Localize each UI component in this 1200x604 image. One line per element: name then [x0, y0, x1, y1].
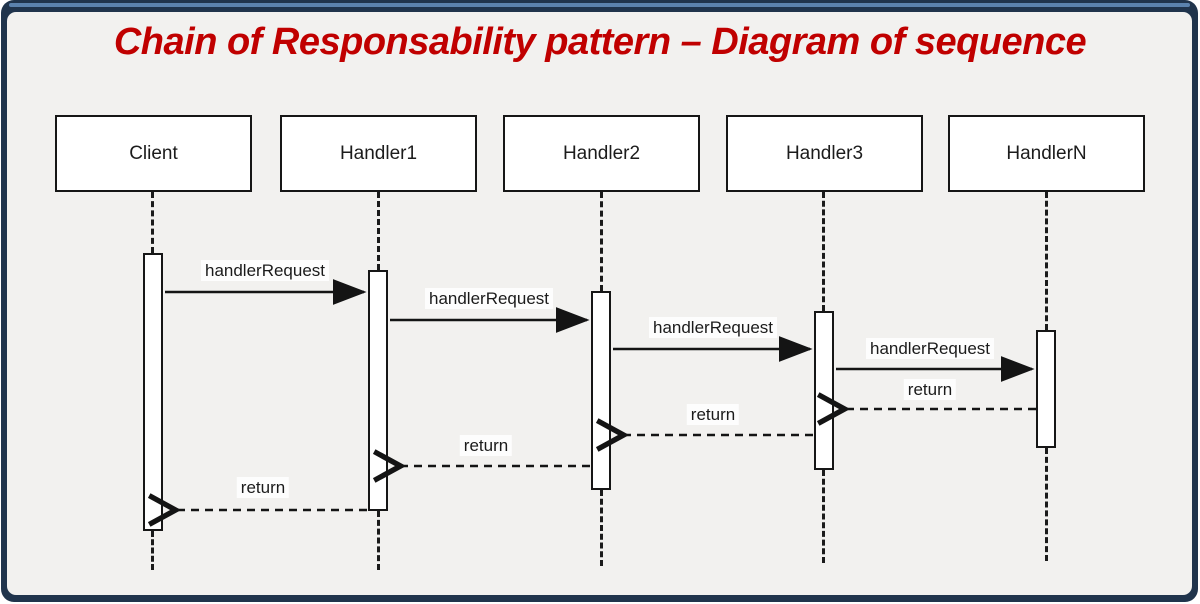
- activation-bar-handlerN: [1036, 330, 1056, 448]
- activation-bar-handler1: [368, 270, 388, 511]
- lifeline-handler3-top: [822, 192, 825, 311]
- lifeline-client-top: [151, 192, 154, 253]
- activation-bar-handler2: [591, 291, 611, 490]
- message-label-return-3: return: [459, 435, 513, 456]
- lifeline-handlerN-bottom: [1045, 448, 1048, 561]
- actor-box-handler1: Handler1: [280, 115, 477, 192]
- lifeline-handler1-bottom: [377, 511, 380, 570]
- page-title: Chain of Responsability pattern – Diagra…: [113, 21, 1087, 63]
- actor-label: Client: [129, 142, 178, 164]
- message-label-return-4: return: [236, 477, 290, 498]
- lifeline-client-bottom: [151, 531, 154, 570]
- actor-label: Handler1: [339, 142, 418, 164]
- message-label-return-1: return: [903, 379, 957, 400]
- activation-bar-client: [143, 253, 163, 531]
- actor-box-handlerN: HandlerN: [948, 115, 1145, 192]
- lifeline-handler1-top: [377, 192, 380, 270]
- message-label-request-2: handlerRequest: [424, 288, 554, 309]
- lifeline-handler2-top: [600, 192, 603, 291]
- message-label-return-2: return: [686, 404, 740, 425]
- message-label-request-1: handlerRequest: [200, 260, 330, 281]
- message-label-request-3: handlerRequest: [648, 317, 778, 338]
- actor-box-client: Client: [55, 115, 252, 192]
- actor-label: HandlerN: [1006, 142, 1087, 164]
- actor-box-handler3: Handler3: [726, 115, 923, 192]
- lifeline-handler3-bottom: [822, 470, 825, 563]
- actor-box-handler2: Handler2: [503, 115, 700, 192]
- activation-bar-handler3: [814, 311, 834, 470]
- actor-label: Handler2: [562, 142, 641, 164]
- frame-top-stripe: [9, 3, 1190, 7]
- message-label-request-4: handlerRequest: [865, 338, 995, 359]
- lifeline-handler2-bottom: [600, 490, 603, 566]
- actor-label: Handler3: [785, 142, 864, 164]
- lifeline-handlerN-top: [1045, 192, 1048, 330]
